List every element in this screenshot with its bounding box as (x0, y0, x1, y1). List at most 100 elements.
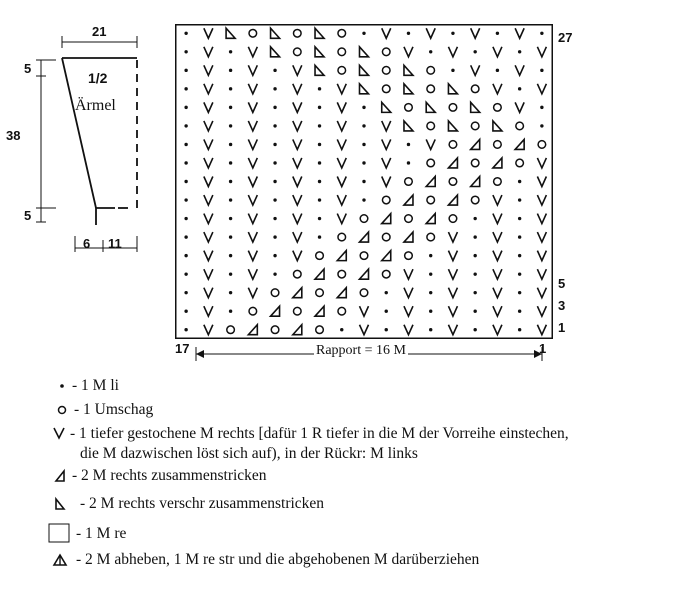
k2tog-stitch (379, 248, 392, 262)
purl-dot (184, 142, 188, 147)
yarn-over (470, 158, 480, 168)
tuck-stitch-v (447, 324, 459, 337)
tuck-stitch-v (447, 250, 459, 263)
yarn-over (426, 232, 436, 242)
purl-dot (228, 253, 233, 258)
tuck-stitch-v (336, 157, 347, 170)
k2tog-stitch (313, 304, 325, 318)
tuck-stitch-v (336, 139, 347, 152)
purl-dot (362, 124, 366, 128)
tuck-stitch-v (203, 64, 214, 78)
ssk-stitch (358, 44, 371, 58)
tuck-stitch-v (292, 102, 303, 115)
yarn-over (359, 214, 369, 224)
tuck-stitch-v (247, 250, 259, 263)
tuck-stitch-v (292, 213, 303, 226)
k2tog-stitch (290, 322, 303, 336)
purl-dot (362, 31, 366, 35)
purl-dot (517, 290, 522, 295)
tuck-stitch-v (492, 46, 503, 59)
purl-dot (517, 309, 522, 313)
purl-dot (362, 105, 366, 110)
purl-dot (317, 198, 322, 202)
yarn-over (448, 214, 458, 224)
purl-dot (273, 198, 277, 202)
purl-dot (406, 142, 411, 147)
yarn-over (403, 176, 414, 187)
yarn-over (270, 288, 280, 298)
tuck-stitch-v (514, 64, 525, 78)
purl-dot (473, 253, 477, 258)
purl-dot (184, 309, 188, 313)
purl-dot (184, 235, 188, 239)
tuck-stitch-v (536, 213, 548, 226)
tuck-stitch-v (492, 213, 503, 226)
tuck-stitch-v (203, 305, 214, 319)
tuck-stitch-v (358, 305, 370, 319)
tuck-stitch-v (536, 250, 548, 263)
ssk-stitch (403, 81, 415, 95)
ssk-icon (55, 496, 66, 510)
purl-dot (273, 216, 277, 221)
purl-dot (473, 309, 477, 313)
tuck-stitch-v (492, 305, 503, 319)
purl-dot (228, 309, 233, 313)
yarn-over (426, 195, 436, 205)
yarn-over (359, 288, 369, 298)
purl-dot (473, 235, 477, 239)
purl-dot (184, 272, 188, 276)
tuck-stitch-v (492, 250, 503, 263)
purl-dot (273, 105, 277, 110)
purl-dot (228, 161, 233, 165)
yarn-over (492, 102, 502, 112)
sleeve-fraction: 1/2 (88, 70, 108, 86)
tuck-stitch-v (203, 287, 214, 300)
tuck-stitch-v (536, 83, 548, 96)
k2tog-stitch (335, 285, 348, 299)
purl-dot (362, 161, 366, 165)
purl-dot (473, 290, 477, 295)
yarn-over (381, 47, 391, 57)
purl-dot (184, 290, 188, 295)
ssk-stitch (225, 26, 237, 40)
tuck-stitch-v (381, 139, 392, 152)
tuck-stitch-v (203, 120, 214, 133)
k2tog-icon (54, 468, 65, 482)
purl-dot (540, 68, 544, 73)
purl-dot (228, 198, 233, 202)
tuck-stitch-v (514, 102, 525, 115)
purl-dot (406, 31, 411, 35)
purl-dot (184, 253, 188, 258)
purl-dot (517, 216, 522, 221)
knitting-chart (175, 24, 553, 339)
purl-dot (228, 290, 233, 295)
purl-dot (228, 87, 233, 91)
tuck-stitch-v (381, 120, 392, 133)
yarn-over (359, 251, 369, 261)
purl-dot (228, 179, 233, 184)
purl-dot (273, 272, 277, 276)
yarn-over (248, 306, 258, 316)
purl-dot (317, 216, 322, 221)
tuck-stitch-v (247, 157, 259, 170)
k2tog-stitch (290, 285, 303, 299)
tuck-stitch-v (447, 305, 459, 319)
purl-dot (273, 161, 277, 165)
tuck-stitch-v (203, 268, 214, 282)
col-label-right: 1 (539, 341, 547, 356)
purl-dot (184, 216, 188, 221)
k2tog-stitch (446, 192, 459, 206)
yarn-over (314, 288, 325, 298)
purl-dot (317, 142, 322, 147)
purl-dot (317, 124, 322, 128)
yarn-over (448, 102, 458, 112)
sleeve-name: Ärmel (75, 97, 116, 114)
purl-dot (495, 68, 500, 73)
tuck-stitch-v (247, 176, 259, 189)
purl-dot (184, 124, 188, 128)
yarn-over (403, 102, 414, 112)
purl-dot (429, 309, 433, 313)
tuck-stitch-v (292, 139, 303, 152)
tuck-stitch-v (336, 102, 347, 115)
purl-dot (228, 142, 233, 147)
